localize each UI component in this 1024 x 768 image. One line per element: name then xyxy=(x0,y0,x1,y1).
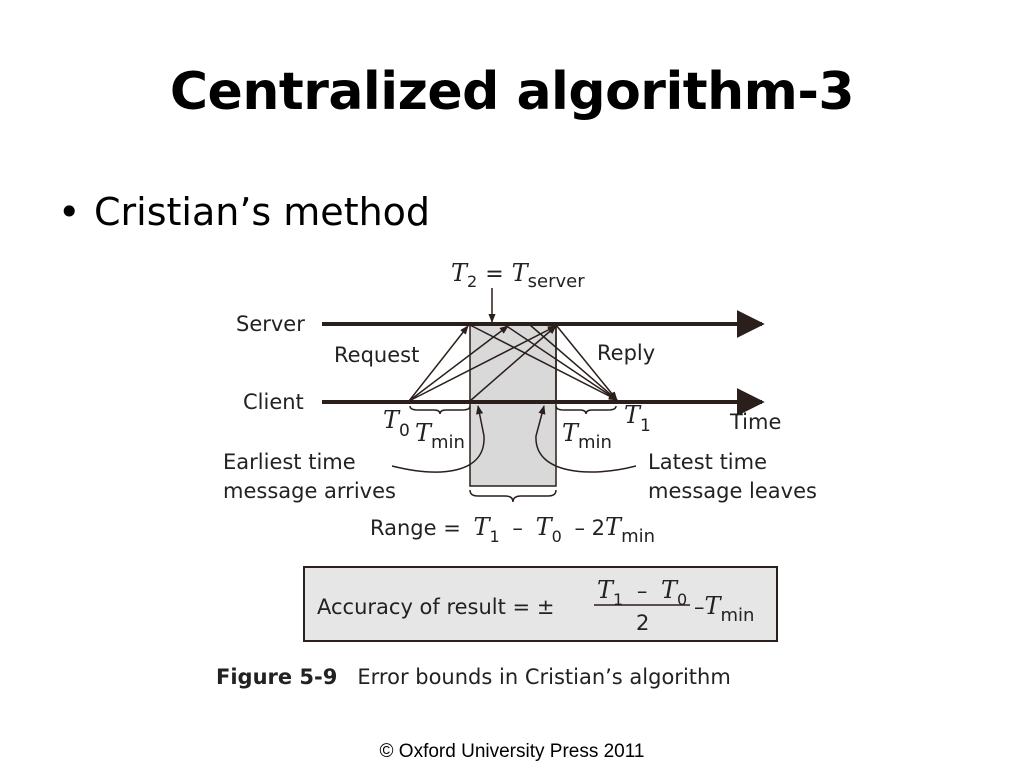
t0-label: T0 xyxy=(383,406,410,441)
accuracy-numerator: T1 – T0 xyxy=(597,576,687,611)
request-arrows xyxy=(408,325,557,402)
latest-pointer xyxy=(535,405,637,473)
earliest-pointer xyxy=(391,405,485,473)
reply-arrow-4 xyxy=(555,324,618,401)
request-arrow-2 xyxy=(408,325,509,402)
request-arrow-3 xyxy=(408,325,557,402)
t2-label: T2=Tserver xyxy=(451,259,585,292)
request-arrow-1 xyxy=(408,325,469,402)
bullet-icon: • xyxy=(58,190,81,234)
bullet-text: Cristian’s method xyxy=(94,190,431,234)
bullet-item: • Cristian’s method xyxy=(58,190,430,234)
tmin-left-brace xyxy=(409,405,471,415)
request-arrow-4 xyxy=(469,325,557,402)
earliest-label: Earliest time message arrives xyxy=(223,450,396,503)
request-label: Request xyxy=(334,343,419,367)
shaded-interval xyxy=(469,323,557,487)
reply-arrow-2 xyxy=(504,324,618,401)
accuracy-prefix: Accuracy of result = ± xyxy=(317,595,554,619)
time-label: Time xyxy=(729,410,781,434)
accuracy-tmin: –Tmin xyxy=(694,592,754,626)
range-brace xyxy=(469,489,557,503)
accuracy-denominator: 2 xyxy=(636,611,649,635)
latest-label: Latest time message leaves xyxy=(648,450,817,503)
client-label: Client xyxy=(243,390,304,414)
t1-label: T1 xyxy=(624,401,651,436)
tmin-right-brace xyxy=(555,405,617,415)
accuracy-box xyxy=(303,566,778,642)
reply-label: Reply xyxy=(597,341,655,365)
slide-title: Centralized algorithm-3 xyxy=(169,62,855,122)
reply-arrow-3 xyxy=(529,324,618,401)
tmin-left-label: Tmin xyxy=(415,419,465,453)
reply-arrow-1 xyxy=(469,324,618,401)
tmin-right-label: Tmin xyxy=(562,419,612,453)
server-label: Server xyxy=(236,312,305,336)
reply-arrows xyxy=(469,324,618,401)
range-formula: Range = T1 – T0 – 2Tmin xyxy=(370,513,655,547)
copyright-footer: © Oxford University Press 2011 xyxy=(379,741,645,762)
